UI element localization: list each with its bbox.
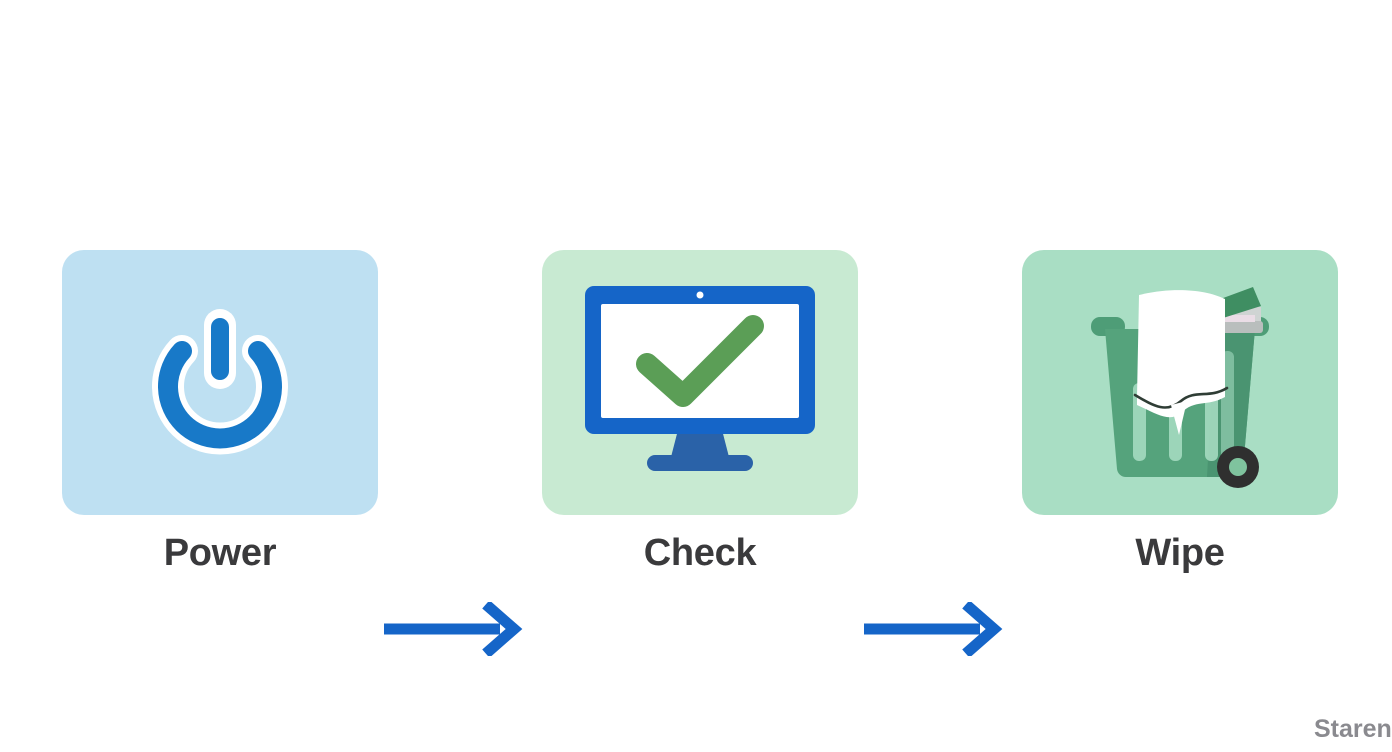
arrow-check-to-wipe bbox=[862, 600, 1008, 658]
step-card-power[interactable] bbox=[62, 250, 378, 515]
step-label-wipe: Wipe bbox=[1135, 532, 1225, 574]
process-flow: Power bbox=[0, 250, 1392, 658]
step-label-power: Power bbox=[163, 532, 277, 574]
step-card-wipe[interactable] bbox=[1022, 250, 1338, 515]
process-step-check[interactable]: Check bbox=[542, 250, 858, 576]
process-step-power[interactable]: Power bbox=[62, 250, 378, 576]
step-card-check[interactable] bbox=[542, 250, 858, 515]
monitor-checkmark-icon bbox=[542, 250, 858, 515]
watermark-text: Staren bbox=[1314, 715, 1392, 743]
process-step-wipe[interactable]: Wipe bbox=[1022, 250, 1338, 576]
step-label-check: Check bbox=[643, 532, 757, 574]
arrow-power-to-check bbox=[382, 600, 528, 658]
power-button-icon bbox=[62, 250, 378, 515]
trash-bin-cloth-icon bbox=[1022, 250, 1338, 515]
